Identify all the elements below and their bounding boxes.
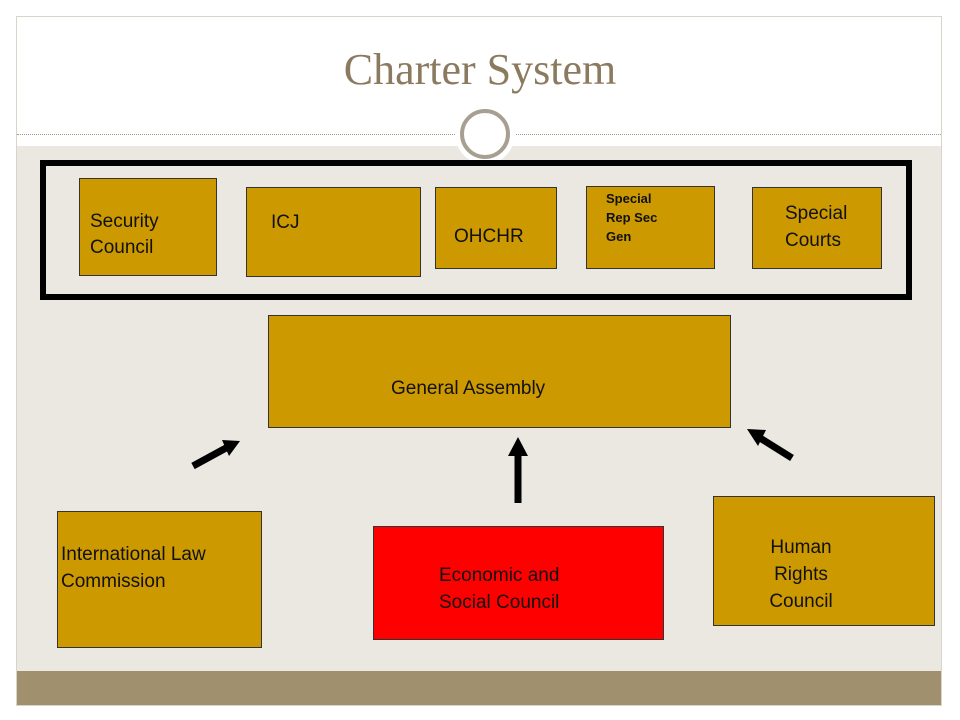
special-courts-line1: Special [785,203,848,224]
arrow-icon [191,440,240,470]
special-rep-line2: Rep Sec [606,209,658,225]
circle-ornament-icon [455,104,515,164]
ilc-box: International Law Commission [57,511,262,648]
footer-bar [17,671,941,705]
ohchr-label: OHCHR [454,226,524,247]
special-rep-line3: Gen [606,228,632,244]
ilc-line1: International Law [61,544,206,565]
ecosoc-line1: Economic and [439,565,560,586]
security-council-line1: Security [90,211,159,232]
icj-box: ICJ [246,187,421,277]
special-courts-box: Special Courts [752,187,882,269]
arrow-icon [747,429,794,461]
ilc-line2: Commission [61,570,166,592]
slide-title: Charter System [343,45,617,94]
special-courts-line2: Courts [785,229,841,251]
security-council-line2: Council [90,237,154,259]
hrc-line2: Council [769,590,833,612]
ecosoc-line2: Social Council [439,591,560,613]
security-council-box: Security Council [79,178,217,276]
general-assembly-box: General Assembly [268,315,731,428]
ohchr-box: OHCHR [435,187,557,269]
circle-ring [460,109,510,159]
icj-label: ICJ [271,212,300,233]
ecosoc-box: Economic and Social Council [373,526,664,640]
general-assembly-label: General Assembly [391,378,546,399]
hrc-line1: Human Rights [770,537,832,585]
arrow-icon [508,437,528,503]
special-rep-box: Special Rep Sec Gen [586,186,715,269]
hrc-box: Human Rights Council [713,496,935,626]
special-rep-line1: Special [606,191,652,206]
